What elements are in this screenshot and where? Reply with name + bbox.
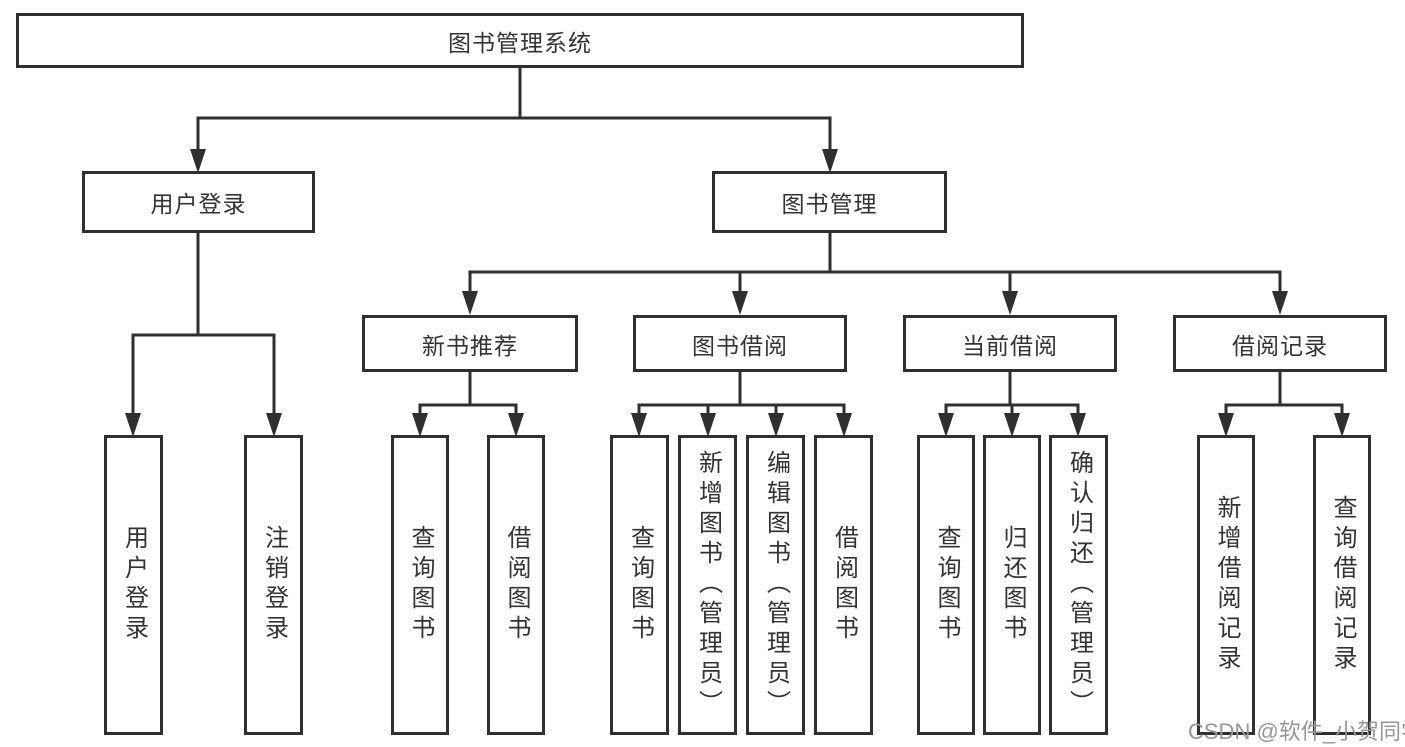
leaf-query-borrow-record-label: 查询借阅记录 <box>1329 495 1356 675</box>
leaf-edit-books-admin: 编辑图书（管理员） <box>746 435 805 735</box>
leaf-edit-books-admin-label: 编辑图书（管理员） <box>762 450 790 720</box>
leaf-current-query-books: 查询图书 <box>917 435 975 735</box>
leaf-add-borrow-record: 新增借阅记录 <box>1197 435 1255 735</box>
node-current-borrowing-label: 当前借阅 <box>962 332 1058 359</box>
watermark: CSDN @软件_小贺同学 <box>1188 719 1405 744</box>
leaf-user-login: 用户登录 <box>104 435 163 735</box>
node-root: 图书管理系统 <box>16 13 1024 68</box>
node-new-book-recommendation-label: 新书推荐 <box>422 332 518 359</box>
node-book-borrowing-label: 图书借阅 <box>692 332 788 359</box>
leaf-borrowing-borrow-books: 借阅图书 <box>814 435 873 735</box>
node-root-label: 图书管理系统 <box>448 29 592 56</box>
leaf-recommend-borrow-books-label: 借阅图书 <box>503 525 530 645</box>
node-user-login: 用户登录 <box>82 171 315 233</box>
leaf-add-books-admin: 新增图书（管理员） <box>678 435 737 735</box>
node-borrowing-records-label: 借阅记录 <box>1232 332 1328 359</box>
node-user-login-label: 用户登录 <box>150 191 247 217</box>
leaf-recommend-query-books-label: 查询图书 <box>407 525 434 645</box>
leaf-confirm-return-admin-label: 确认归还（管理员） <box>1065 450 1093 720</box>
leaf-borrowing-query-books: 查询图书 <box>610 435 669 735</box>
leaf-logout: 注销登录 <box>244 435 303 735</box>
leaf-add-books-admin-label: 新增图书（管理员） <box>694 450 722 720</box>
leaf-recommend-borrow-books: 借阅图书 <box>487 435 545 735</box>
node-book-borrowing: 图书借阅 <box>633 315 847 372</box>
leaf-recommend-query-books: 查询图书 <box>391 435 449 735</box>
leaf-add-borrow-record-label: 新增借阅记录 <box>1213 495 1240 675</box>
node-book-management-label: 图书管理 <box>781 191 878 217</box>
leaf-confirm-return-admin: 确认归还（管理员） <box>1049 435 1108 735</box>
leaf-query-borrow-record: 查询借阅记录 <box>1313 435 1371 735</box>
node-new-book-recommendation: 新书推荐 <box>362 315 578 372</box>
node-current-borrowing: 当前借阅 <box>903 315 1117 372</box>
leaf-current-query-books-label: 查询图书 <box>933 525 960 645</box>
leaf-logout-label: 注销登录 <box>260 525 288 645</box>
node-book-management: 图书管理 <box>712 171 947 233</box>
leaf-borrowing-query-books-label: 查询图书 <box>626 525 654 645</box>
leaf-user-login-label: 用户登录 <box>120 525 148 645</box>
leaf-return-books-label: 归还图书 <box>999 525 1026 645</box>
leaf-borrowing-borrow-books-label: 借阅图书 <box>830 525 858 645</box>
node-borrowing-records: 借阅记录 <box>1173 315 1387 372</box>
leaf-return-books: 归还图书 <box>983 435 1041 735</box>
